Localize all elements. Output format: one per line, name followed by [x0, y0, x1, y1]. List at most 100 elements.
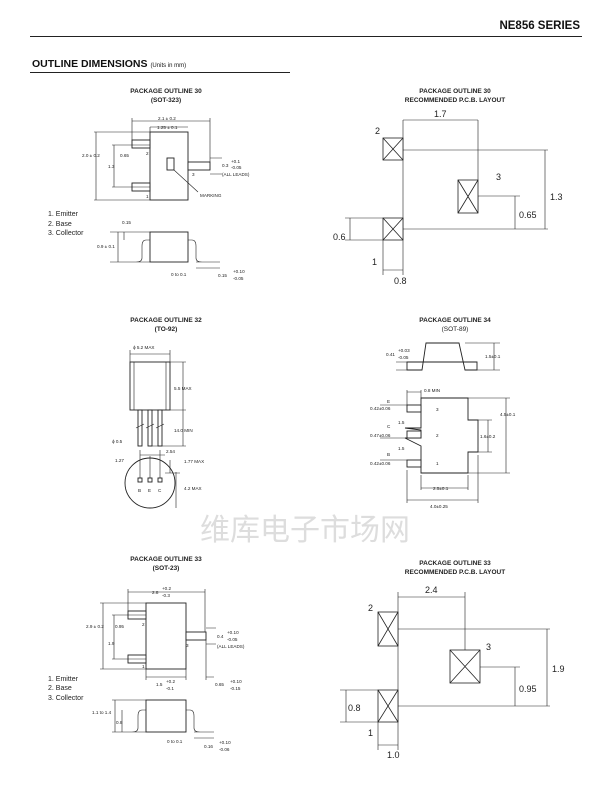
dimension-label: 2.9 ± 0.2: [86, 624, 104, 629]
dimension-label: 3: [486, 642, 491, 652]
dimension-label: 1.9: [552, 664, 565, 674]
dimension-label: 0.8: [394, 276, 407, 286]
dimension-label: 0.15: [218, 273, 227, 278]
dimension-label: PACKAGE OUTLINE 34: [419, 317, 491, 324]
dimension-label: 1.1 to 1.4: [92, 710, 112, 715]
po34-side-body: [406, 342, 478, 371]
dimension-label: 2: [368, 603, 373, 613]
dimension-label: 2.4: [425, 585, 438, 595]
dimension-label: 4.0±0.25: [430, 504, 448, 509]
dimension-lines: [112, 699, 214, 739]
pcb-pads: [377, 611, 481, 723]
dimension-label: 0.16: [204, 744, 213, 749]
dimension-label: 3: [192, 172, 195, 177]
pcb-layout-30: PACKAGE OUTLINE 30 RECOMMENDED P.C.B. LA…: [333, 88, 563, 286]
legend-item: 1. Emitter: [48, 211, 79, 218]
dimension-label: 0.42±0.06: [370, 461, 391, 466]
dimension-label: 0.47±0.06: [370, 433, 391, 438]
po33-body: [145, 602, 187, 670]
dimension-label: ϕ 5.2 MAX: [133, 345, 154, 350]
dimension-label: 1: [368, 728, 373, 738]
dimension-label: +0.03: [398, 348, 410, 353]
dimension-label: MARKING: [200, 193, 222, 198]
dimension-label: C: [158, 488, 162, 493]
series-header: NE856 SERIES: [499, 20, 580, 32]
dimension-label: 0.15: [122, 220, 131, 225]
dimension-label: (ALL LEADS): [222, 172, 250, 177]
dimension-label: 2: [375, 126, 380, 136]
dimension-label: -0.05: [231, 165, 242, 170]
section-title-text: OUTLINE DIMENSIONS: [32, 58, 148, 70]
dimension-label: PACKAGE OUTLINE 32: [130, 317, 202, 324]
dimension-label: (SOT-23): [153, 565, 180, 572]
dimension-label: (ALL LEADS): [217, 644, 245, 649]
dimension-label: 1.6±0.2: [480, 434, 496, 439]
pcb-layout-33: PACKAGE OUTLINE 33 RECOMMENDED P.C.B. LA…: [340, 560, 565, 760]
dimension-label: +0.10: [233, 269, 245, 274]
legend-item: 1. Emitter: [48, 676, 79, 683]
dimension-label: 1: [372, 257, 377, 267]
po30-package: (SOT-323): [151, 97, 181, 104]
dimension-label: 1: [436, 461, 439, 466]
dimension-label: 4.5±0.1: [500, 412, 516, 417]
dimension-label: +0.2: [166, 679, 176, 684]
dimension-label: 0.41: [386, 352, 395, 357]
dimension-lines: [340, 592, 550, 750]
dimension-label: -0.1: [166, 686, 174, 691]
dimension-lines: [110, 231, 220, 269]
dimension-label: 0.6: [333, 232, 346, 242]
dimension-label: 2: [142, 622, 145, 627]
watermark: 维库电子市场网: [200, 513, 410, 548]
dimension-label: 1.7: [434, 109, 447, 119]
dimension-label: +0.10: [227, 630, 239, 635]
dimension-label: 1: [146, 194, 149, 199]
dimension-label: E: [387, 399, 390, 404]
dimension-lines: [129, 350, 186, 447]
dimension-label: 1.77 MAX: [184, 459, 204, 464]
dimension-label: 1.5: [398, 420, 405, 425]
po30-title: PACKAGE OUTLINE 30: [130, 88, 202, 95]
dimension-label: 3: [436, 407, 439, 412]
package-outline-33: PACKAGE OUTLINE 33 (SOT-23) 2.8 +0.2 -0.…: [48, 556, 245, 752]
dimension-label: 0.65: [215, 682, 224, 687]
po30-lead: [187, 161, 211, 171]
section-divider: [30, 72, 290, 73]
dimension-label: -0.05: [227, 637, 238, 642]
dimension-lines: [100, 589, 216, 680]
dimension-label: 1.0: [387, 750, 400, 760]
po32-body: [129, 361, 171, 411]
dimension-label: 0.42±0.06: [370, 406, 391, 411]
dimension-label: -0.06: [219, 747, 230, 752]
legend-item: 2. Base: [48, 685, 72, 692]
po30-side-body: [149, 231, 189, 263]
po33-side-body: [145, 699, 187, 733]
dimension-label: E: [148, 488, 151, 493]
dimension-label: 0 to 0.1: [171, 272, 187, 277]
dimension-label: 0.8 MIN: [424, 388, 440, 393]
dimension-label: 1.5: [156, 682, 163, 687]
dimension-label: B: [138, 488, 141, 493]
dimension-label: 1.5: [398, 446, 405, 451]
dimension-label: 1.9: [108, 641, 115, 646]
dimension-label: 2: [436, 433, 439, 438]
dimension-label: 0.8: [116, 720, 123, 725]
dimension-label: -0.3: [162, 593, 170, 598]
dimension-label: +0.1: [231, 159, 241, 164]
po32-lead: [137, 409, 143, 447]
dimension-label: 14.0 MIN: [174, 428, 193, 433]
dimension-label: 1.27: [115, 458, 124, 463]
dimension-label: 1: [142, 664, 145, 669]
dimension-label: 2.5±0.1: [433, 486, 449, 491]
header-divider: [30, 36, 582, 37]
dimension-label: C: [387, 424, 391, 429]
dimension-label: 1.3: [550, 192, 563, 202]
dimension-label: +0.10: [219, 740, 231, 745]
dimension-label: 2.8: [152, 590, 159, 595]
legend-item: 3. Collector: [48, 230, 84, 237]
package-outline-34: PACKAGE OUTLINE 34 (SOT-89) 0.41 +0.03 -…: [370, 317, 516, 509]
package-outline-30: PACKAGE OUTLINE 30 (SOT-323) 2.1 ± 0.2 1…: [48, 88, 250, 281]
dimension-label: 2: [146, 151, 149, 156]
pcb-pads: [382, 137, 479, 241]
dimension-label: 2.0 ± 0.2: [82, 153, 100, 158]
